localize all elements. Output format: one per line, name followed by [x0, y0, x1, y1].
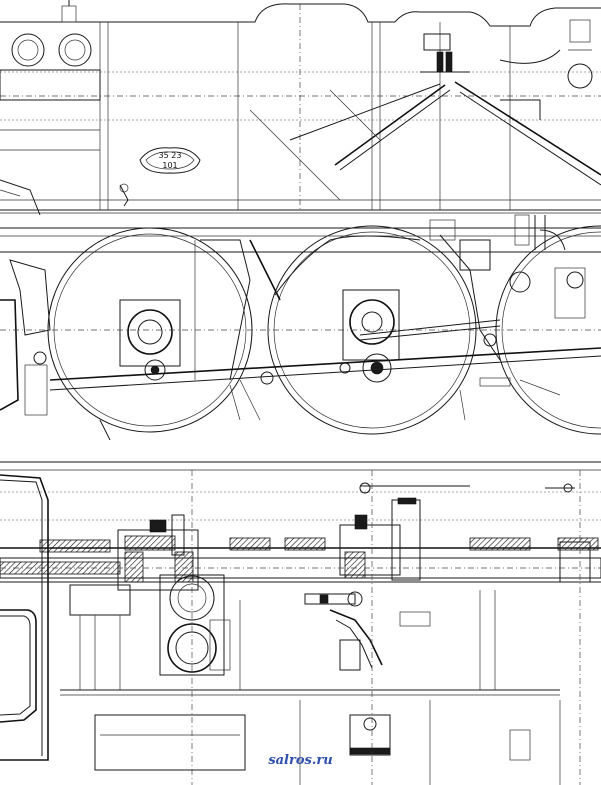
plate-line-2: 101 — [162, 161, 177, 170]
smokebox-front — [0, 0, 101, 151]
axle-boxes — [119, 267, 586, 383]
steam-pipes — [249, 49, 601, 201]
steam-dome — [420, 19, 593, 89]
right-edge-details — [514, 214, 566, 251]
valve-gear-plan — [304, 591, 431, 671]
side-elevation-view: 35 23 101 — [0, 0, 601, 441]
plate-line-1: 35 23 — [159, 151, 182, 160]
builders-plate: 35 23 101 — [139, 147, 201, 174]
wheel-hubs-plan — [117, 482, 591, 591]
cross-section-fittings — [69, 574, 231, 690]
cylinder-block-left — [0, 474, 49, 761]
watermark-text: salros.ru — [268, 753, 333, 768]
frame-and-rods — [0, 219, 601, 441]
boiler-outline — [0, 3, 601, 214]
lower-frame — [0, 470, 601, 785]
axle-line — [0, 535, 601, 583]
pilot-area — [0, 179, 129, 416]
plan-view — [0, 461, 601, 785]
